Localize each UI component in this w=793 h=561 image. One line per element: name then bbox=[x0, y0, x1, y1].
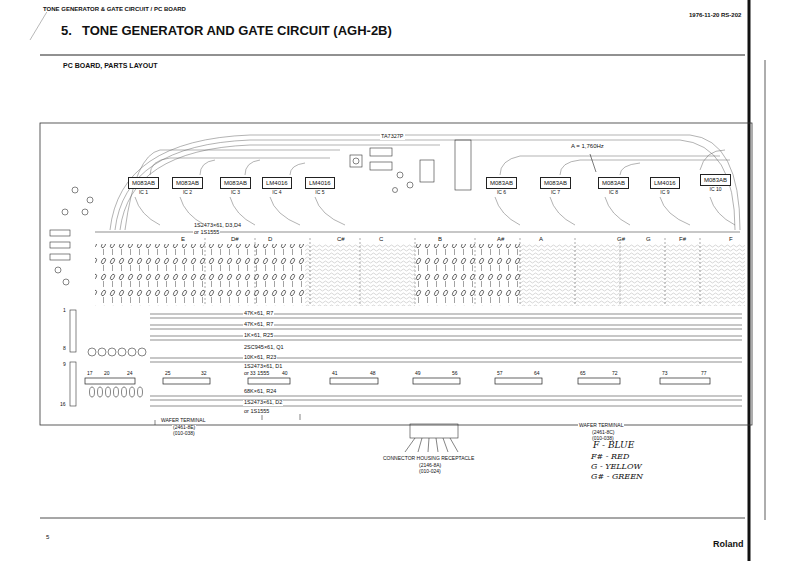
part-label: (010-024) bbox=[418, 469, 442, 474]
part-number: M083AB bbox=[128, 177, 159, 189]
part-number: M083AB bbox=[220, 177, 251, 189]
handwritten-note: F# - RED bbox=[590, 453, 630, 461]
note-name: G# bbox=[616, 236, 626, 242]
part-label: 47K×61, R7 bbox=[243, 322, 274, 328]
pin-number: 72 bbox=[611, 371, 619, 376]
part-label: 2SC945×61, Q1 bbox=[243, 345, 285, 351]
part-label: 10K×61, R23 bbox=[243, 355, 277, 361]
part-label: 9 bbox=[62, 362, 67, 367]
part-label: WAFER TERMINAL bbox=[160, 418, 206, 423]
part-number: M083AB bbox=[700, 174, 731, 186]
handwritten-note: F - BLUE bbox=[592, 441, 635, 450]
part-label: 1 bbox=[62, 308, 67, 313]
ic-number: IC 9 bbox=[660, 190, 669, 195]
ic-number: IC 2 bbox=[183, 190, 192, 195]
part-number: M083AB bbox=[598, 177, 629, 189]
part-label: 1K×61, R25 bbox=[243, 333, 274, 339]
note-name: D# bbox=[230, 236, 240, 242]
pin-number: 33 bbox=[249, 371, 257, 376]
part-number: M083AB bbox=[540, 177, 571, 189]
ic-chip: M083ABIC 2 bbox=[172, 177, 203, 195]
part-label: 5 bbox=[45, 534, 50, 540]
ic-chip: M083ABIC 3 bbox=[220, 177, 251, 195]
pin-number: 65 bbox=[579, 371, 587, 376]
ic-chip: LM4016IC 9 bbox=[650, 177, 680, 195]
pin-number: 17 bbox=[86, 371, 94, 376]
ic-number: IC 10 bbox=[710, 187, 722, 192]
part-label: or 1S1555 bbox=[193, 230, 220, 236]
handwritten-note: G - YELLOW bbox=[590, 463, 643, 471]
ic-number: IC 5 bbox=[315, 190, 324, 195]
part-number: LM4016 bbox=[262, 177, 292, 189]
pin-number: 77 bbox=[700, 371, 708, 376]
part-label: (2146-8A) bbox=[418, 463, 442, 468]
pin-number: 41 bbox=[331, 371, 339, 376]
ic-chip: M083ABIC 6 bbox=[486, 177, 517, 195]
ic-number: IC 6 bbox=[497, 190, 506, 195]
part-label: 1S2473×61, D2 bbox=[243, 400, 283, 406]
pin-number: 73 bbox=[661, 371, 669, 376]
ic-chip: M083ABIC 7 bbox=[540, 177, 571, 195]
note-name: C bbox=[378, 236, 384, 242]
note-name: C# bbox=[336, 236, 346, 242]
note-name: F bbox=[728, 236, 734, 242]
part-label: 1S2473×61, D3,D4 bbox=[193, 223, 242, 229]
part-label: CONNECTOR HOUSING RECEPTACLE bbox=[382, 456, 475, 461]
part-label: or 1S1555 bbox=[243, 371, 270, 377]
note-name: B bbox=[437, 236, 443, 242]
part-number: M083AB bbox=[172, 177, 203, 189]
ic-chip: M083ABIC 1 bbox=[128, 177, 159, 195]
part-label: or 1S1555 bbox=[243, 409, 270, 415]
ic-number: IC 8 bbox=[609, 190, 618, 195]
pin-number: 40 bbox=[281, 371, 289, 376]
ic-chip: M083ABIC 10 bbox=[700, 174, 731, 192]
note-name: G bbox=[645, 236, 652, 242]
pin-number: 20 bbox=[103, 371, 111, 376]
pin-number: 32 bbox=[200, 371, 208, 376]
ic-number: IC 1 bbox=[139, 190, 148, 195]
part-label: 68K×61, R24 bbox=[243, 389, 277, 395]
part-label: 1S2473×61, D1 bbox=[243, 364, 283, 370]
header-text: TONE GENERATOR & GATE CIRCUIT / PC BOARD bbox=[42, 6, 187, 12]
page-title: TONE GENERATOR AND GATE CIRCUIT (AGH-2B) bbox=[82, 24, 392, 37]
part-label: TA7327P bbox=[380, 134, 405, 140]
pin-number: 49 bbox=[414, 371, 422, 376]
date-code: 1976-11-20 RS-202 bbox=[688, 12, 742, 18]
part-label: 47K×61, R7 bbox=[243, 311, 274, 317]
part-label: 8 bbox=[62, 346, 67, 351]
pin-number: 24 bbox=[126, 371, 134, 376]
part-number: M083AB bbox=[486, 177, 517, 189]
part-number: LM4016 bbox=[305, 177, 335, 189]
part-label: (2461-8E) bbox=[172, 425, 196, 430]
ic-number: IC 4 bbox=[272, 190, 281, 195]
part-label: WAFER TERMINAL bbox=[578, 423, 624, 428]
part-label: (2461-8C) bbox=[591, 430, 616, 435]
note-name: A bbox=[538, 236, 544, 242]
part-label: (010-038) bbox=[172, 431, 196, 436]
note-name: A# bbox=[496, 236, 505, 242]
part-label: Roland bbox=[712, 540, 745, 549]
ic-chip: LM4016IC 5 bbox=[305, 177, 335, 195]
note-name: D bbox=[267, 236, 273, 242]
note-name: E bbox=[180, 236, 186, 242]
note-name: F# bbox=[678, 236, 687, 242]
ic-number: IC 7 bbox=[551, 190, 560, 195]
ic-number: IC 3 bbox=[231, 190, 240, 195]
subtitle: PC BOARD, PARTS LAYOUT bbox=[62, 62, 159, 69]
handwritten-note: G# - GREEN bbox=[590, 473, 644, 481]
part-label: 16 bbox=[59, 402, 67, 407]
section-number: 5. bbox=[60, 24, 73, 37]
part-label: A = 1,760Hz bbox=[570, 143, 605, 149]
pin-number: 25 bbox=[164, 371, 172, 376]
pin-number: 57 bbox=[496, 371, 504, 376]
pin-number: 48 bbox=[369, 371, 377, 376]
pin-number: 56 bbox=[451, 371, 459, 376]
pin-number: 64 bbox=[533, 371, 541, 376]
ic-chip: M083ABIC 8 bbox=[598, 177, 629, 195]
ic-chip: LM4016IC 4 bbox=[262, 177, 292, 195]
part-number: LM4016 bbox=[650, 177, 680, 189]
